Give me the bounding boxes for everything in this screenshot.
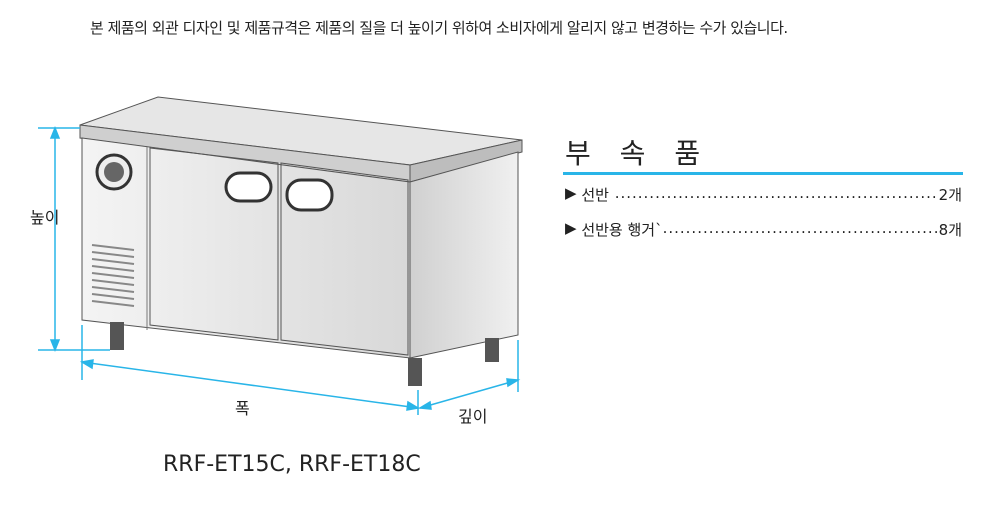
disclaimer-notice: 본 제품의 외관 디자인 및 제품규격은 제품의 질을 더 높이기 위하여 소비… [90,19,788,37]
depth-label: 깊이 [458,407,488,426]
accessories-title: 부 속 품 [565,137,711,170]
triangle-bullet-icon: ▶ [565,184,582,202]
door-handle [224,171,273,203]
accessory-item: ▶ 선반용 행거` ..............................… [565,219,962,239]
leg [408,358,422,386]
door-handle [285,178,334,212]
accent-divider [563,172,963,175]
leg [485,338,499,362]
model-name: RRF-ET15C, RRF-ET18C [163,452,421,477]
width-label: 폭 [235,399,250,418]
leader-dots: ........................................… [614,184,939,202]
cabinet-side [409,151,519,359]
door-left [149,147,279,341]
leader-dots: ........................................… [662,219,939,237]
door-right [280,162,409,356]
leg [110,322,124,350]
triangle-bullet-icon: ▶ [565,219,582,237]
height-label: 높이 [30,208,60,227]
accessory-item: ▶ 선반 ...................................… [565,184,962,204]
